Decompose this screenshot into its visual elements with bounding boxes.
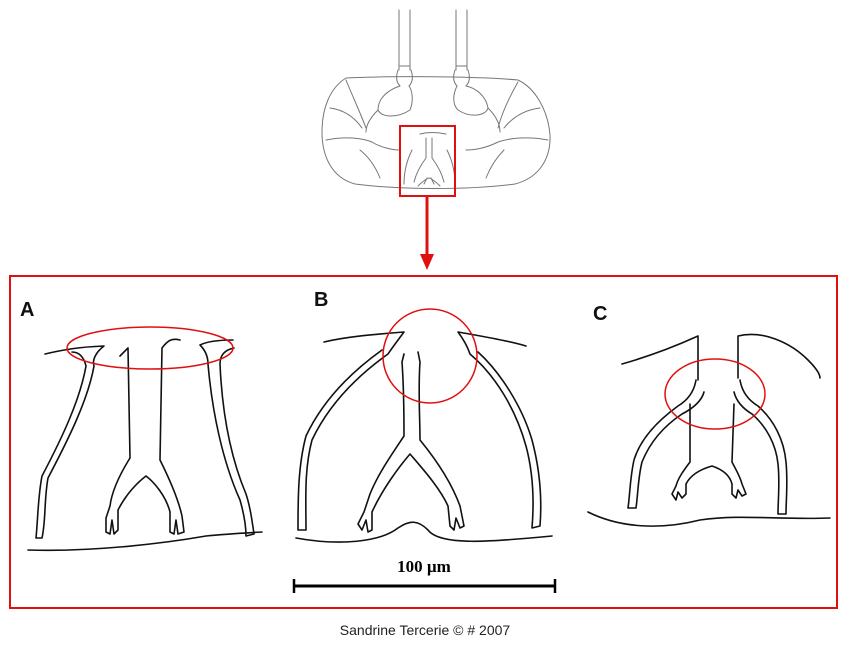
panel-c-inner-stem [671,403,747,501]
panel-c-outer-left-arm [627,379,705,509]
panel-c-highlight-ellipse [664,358,766,430]
highlight-box [399,125,456,197]
right-leg [453,9,470,87]
zoom-arrow-head [420,254,434,270]
panel-c-top-right-line [737,333,821,379]
left-leg-base [377,85,413,117]
panel-b-label: B [314,289,328,311]
panel-b-outer-left-arm [297,331,405,531]
panel-a-baseline [27,531,263,552]
panel-b: B [295,289,553,543]
panel-c: C [587,303,831,527]
image-credit: Sandrine Tercerie © # 2007 [339,622,511,638]
overview-structure [403,137,456,187]
panel-c-label: C [593,303,607,325]
panel-a-highlight-ellipse [66,326,234,370]
panel-a: A [20,299,263,552]
panel-a-outer-right-arm [199,339,255,537]
scale-bar: 100 µm [292,557,557,593]
panel-a-outer-left-arm [35,345,105,539]
scale-bar-label: 100 µm [397,557,451,576]
panel-c-baseline [587,511,831,527]
right-leg-base [453,85,489,116]
panel-b-highlight-circle [382,308,478,404]
panel-b-inner-stem [357,351,465,533]
panel-a-inner-stem [105,338,185,535]
panel-frame [9,275,838,609]
overview-sclerites [325,79,549,179]
left-leg [396,9,413,87]
overview-drawing [321,9,551,270]
panel-b-outer-right-arm [457,331,542,529]
panel-c-outer-right-arm [733,379,788,515]
figure-canvas: A B C 100 µm [9,9,838,609]
panel-c-top-left-line [621,335,699,381]
panel-b-baseline [295,521,553,543]
body-outline [321,76,551,189]
panel-a-label: A [20,299,34,321]
